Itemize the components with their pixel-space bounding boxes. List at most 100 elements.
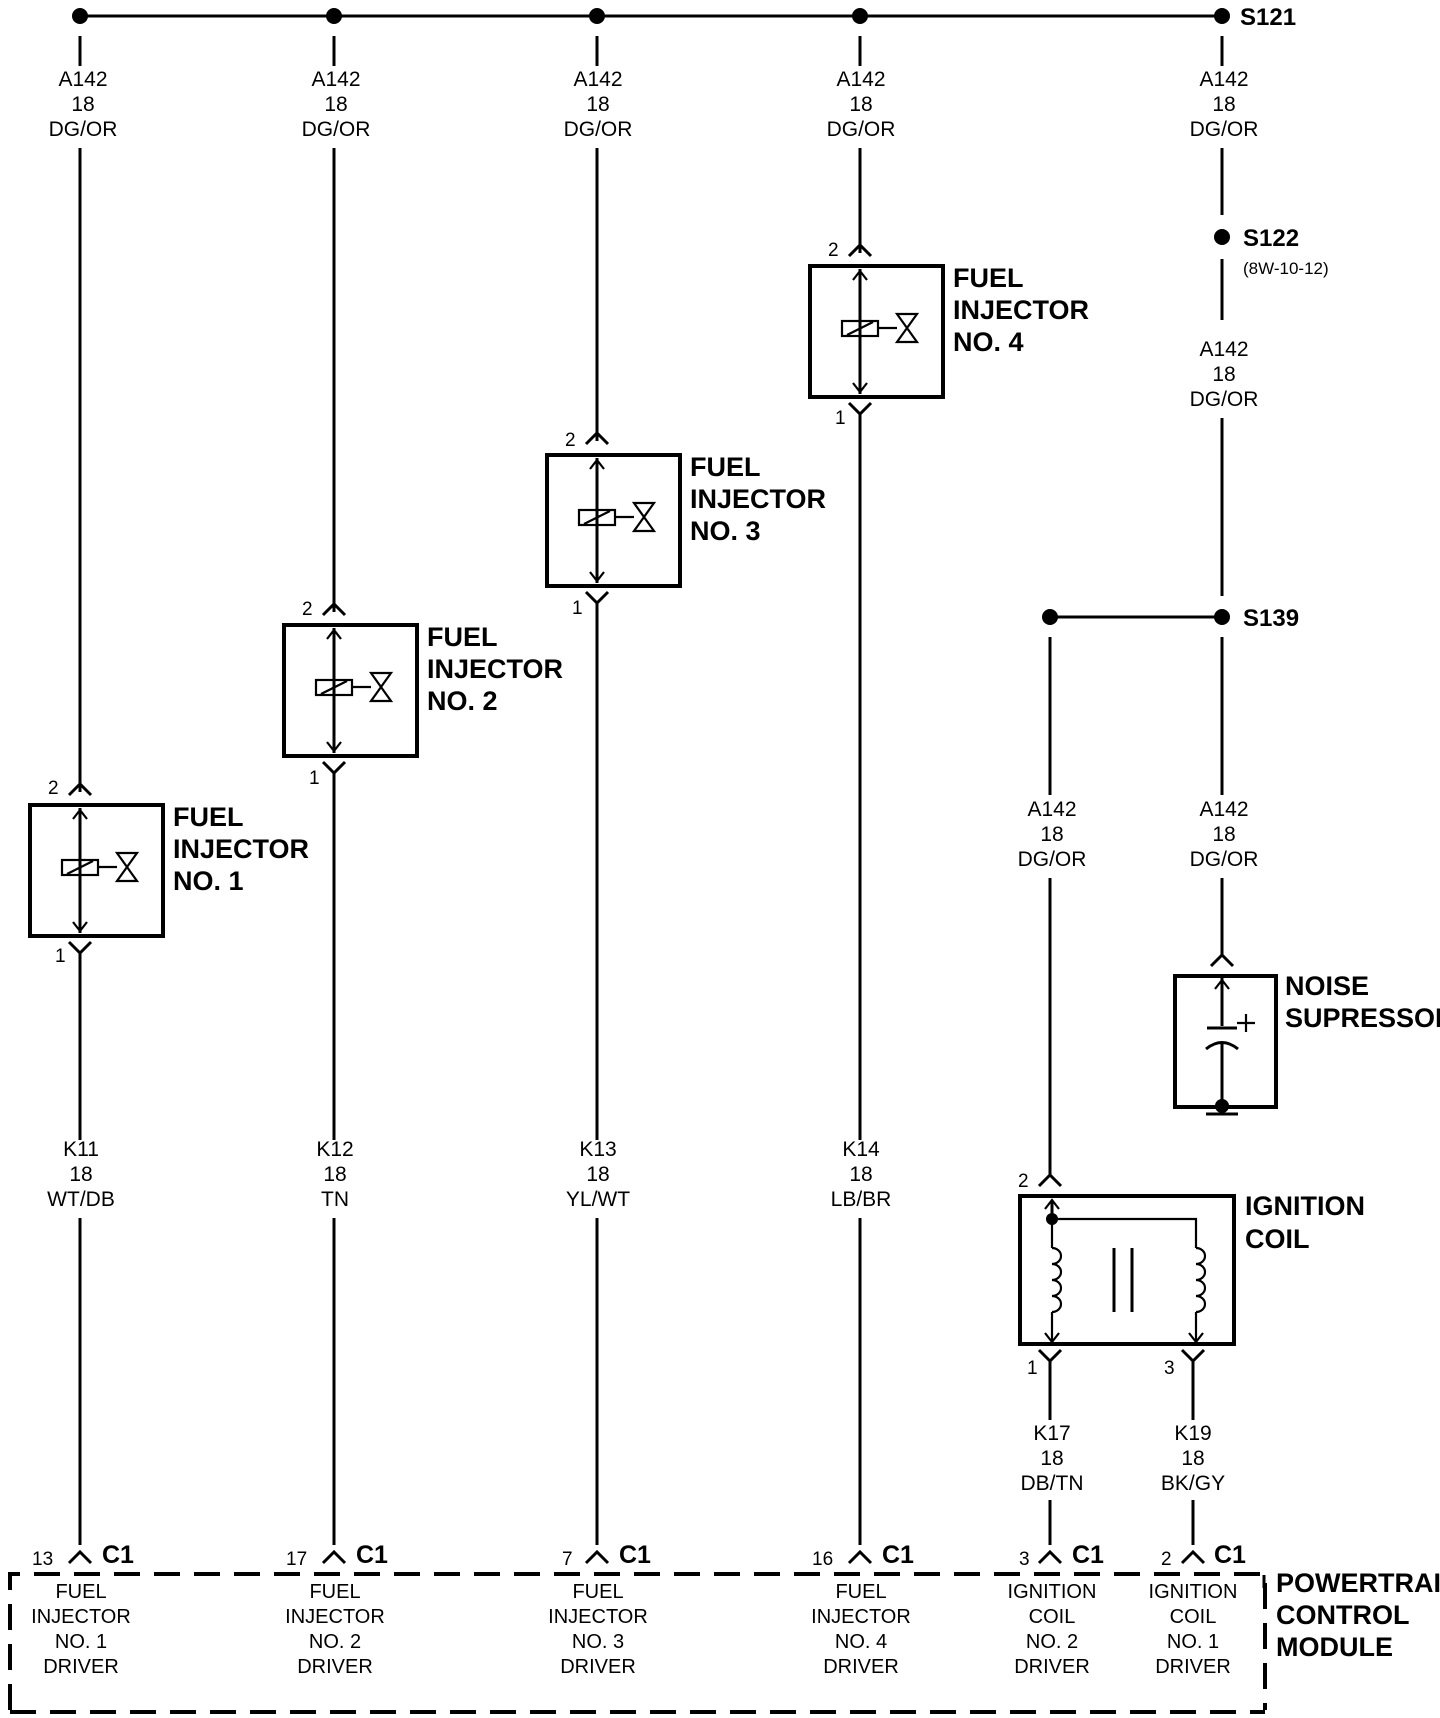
feed-wire-label-4: A142 18 DG/OR [827,68,896,141]
splice-s122-ref: (8W-10-12) [1243,259,1329,278]
pcm-pin-13: 13 [32,1549,53,1570]
svg-text:NO. 4: NO. 4 [953,327,1024,357]
svg-text:NO. 2: NO. 2 [309,1631,361,1653]
svg-text:NO. 1: NO. 1 [173,866,244,896]
injector-3-pin-2: 2 [565,430,576,451]
feed-wire-label-2: A142 18 DG/OR [302,68,371,141]
svg-text:INJECTOR: INJECTOR [427,654,563,684]
noise-suppressor: A142 18 DG/OR NOISE SUPRESSOR [1173,637,1440,1116]
svg-text:INJECTOR: INJECTOR [173,834,309,864]
fuel-injector-2: 2 1 FUEL INJECTOR NO. 2 K12 18 TN 17 C1 [282,36,563,1570]
svg-text:INJECTOR: INJECTOR [690,484,826,514]
splice-s121-label: S121 [1240,4,1296,31]
injector-3-output-wire: K13 [579,1138,616,1161]
svg-text:DG/OR: DG/OR [1190,388,1259,411]
svg-text:NO. 1: NO. 1 [1167,1631,1219,1653]
pcm-fuel-injector-2-driver: FUEL INJECTOR NO. 2 DRIVER [285,1581,385,1678]
ignition-coil-pin-3: 3 [1164,1358,1175,1379]
svg-text:DRIVER: DRIVER [297,1656,373,1678]
svg-text:WT/DB: WT/DB [47,1188,115,1211]
injector-4-pin-2: 2 [828,240,839,261]
svg-text:NO. 3: NO. 3 [690,516,761,546]
svg-text:INJECTOR: INJECTOR [811,1606,911,1628]
svg-text:DRIVER: DRIVER [1014,1656,1090,1678]
feed-wire-label-1: A142 18 DG/OR [49,68,118,141]
svg-text:COIL: COIL [1245,1224,1310,1254]
svg-text:A142: A142 [1199,338,1248,361]
svg-text:C1: C1 [882,1541,914,1569]
svg-text:DG/OR: DG/OR [49,118,118,141]
svg-text:A142: A142 [836,68,885,91]
svg-text:DG/OR: DG/OR [1190,848,1259,871]
splice-s122: S122 (8W-10-12) A142 18 DG/OR [1190,36,1329,596]
svg-text:18: 18 [1181,1447,1204,1470]
injector-3-pin-1: 1 [572,598,583,619]
pcm-pin-16: 16 [812,1549,833,1570]
svg-text:CONTROL: CONTROL [1276,1600,1409,1630]
svg-text:C1: C1 [1072,1541,1104,1569]
svg-text:A142: A142 [1199,68,1248,91]
svg-text:NO. 3: NO. 3 [572,1631,624,1653]
svg-text:A142: A142 [311,68,360,91]
svg-text:MODULE: MODULE [1276,1632,1393,1662]
svg-text:18: 18 [69,1163,92,1186]
fuel-injector-3: 2 1 FUEL INJECTOR NO. 3 K13 18 YL/WT 7 C… [545,36,826,1570]
svg-text:FUEL: FUEL [835,1581,886,1603]
svg-text:TN: TN [321,1188,349,1211]
svg-text:DG/OR: DG/OR [302,118,371,141]
svg-text:18: 18 [71,93,94,116]
svg-text:DG/OR: DG/OR [827,118,896,141]
svg-text:18: 18 [1212,93,1235,116]
splice-s121-bus: S121 [72,4,1296,31]
svg-text:YL/WT: YL/WT [566,1188,630,1211]
svg-text:NO. 2: NO. 2 [427,686,498,716]
svg-text:DG/OR: DG/OR [1190,118,1259,141]
svg-text:18: 18 [1040,1447,1063,1470]
svg-text:18: 18 [849,93,872,116]
svg-text:INJECTOR: INJECTOR [548,1606,648,1628]
svg-text:C1: C1 [619,1541,651,1569]
svg-text:IGNITION: IGNITION [1149,1581,1238,1603]
injector-3-title: FUEL [690,452,761,482]
svg-text:NO. 2: NO. 2 [1026,1631,1078,1653]
svg-text:IGNITION: IGNITION [1008,1581,1097,1603]
pcm-ignition-coil-2-driver: IGNITION COIL NO. 2 DRIVER [1008,1581,1097,1678]
svg-text:18: 18 [1040,823,1063,846]
svg-text:A142: A142 [58,68,107,91]
feed-wire-label-3: A142 18 DG/OR [564,68,633,141]
svg-text:NO. 1: NO. 1 [55,1631,107,1653]
svg-text:DG/OR: DG/OR [1018,848,1087,871]
pcm-fuel-injector-4-driver: FUEL INJECTOR NO. 4 DRIVER [811,1581,911,1678]
svg-text:DB/TN: DB/TN [1021,1472,1084,1495]
noise-suppressor-title: NOISE [1285,971,1369,1001]
pcm-pin-17: 17 [286,1549,307,1570]
injector-2-pin-1: 1 [309,768,320,789]
svg-text:FUEL: FUEL [572,1581,623,1603]
injector-1-output-wire: K11 [63,1138,99,1161]
injector-2-title: FUEL [427,622,498,652]
svg-text:LB/BR: LB/BR [831,1188,892,1211]
ignition-coil-pin-1: 1 [1027,1358,1038,1379]
pcm-pin-3: 3 [1019,1549,1030,1570]
fuel-injector-4: 2 1 FUEL INJECTOR NO. 4 K14 18 LB/BR 16 … [808,36,1089,1570]
svg-text:FUEL: FUEL [309,1581,360,1603]
svg-text:18: 18 [849,1163,872,1186]
pcm-ignition-coil-1-driver: IGNITION COIL NO. 1 DRIVER [1149,1581,1238,1678]
injector-4-pin-1: 1 [835,408,846,429]
pcm-pin-2: 2 [1161,1549,1172,1570]
svg-text:C1: C1 [102,1541,134,1569]
ignition-coil-pin-2: 2 [1018,1171,1029,1192]
pcm-fuel-injector-3-driver: FUEL INJECTOR NO. 3 DRIVER [548,1581,648,1678]
svg-text:INJECTOR: INJECTOR [285,1606,385,1628]
svg-text:NO. 4: NO. 4 [835,1631,887,1653]
powertrain-control-module: FUEL INJECTOR NO. 1 DRIVER FUEL INJECTOR… [8,1568,1440,1714]
svg-text:A142: A142 [1027,798,1076,821]
svg-text:DG/OR: DG/OR [564,118,633,141]
svg-text:BK/GY: BK/GY [1161,1472,1225,1495]
svg-text:INJECTOR: INJECTOR [953,295,1089,325]
svg-text:A142: A142 [573,68,622,91]
fuel-injector-1: 2 1 FUEL INJECTOR NO. 1 K11 18 WT/DB 13 … [28,36,309,1570]
svg-text:A142: A142 [1199,798,1248,821]
svg-text:DRIVER: DRIVER [43,1656,119,1678]
splice-s122-label: S122 [1243,225,1299,252]
